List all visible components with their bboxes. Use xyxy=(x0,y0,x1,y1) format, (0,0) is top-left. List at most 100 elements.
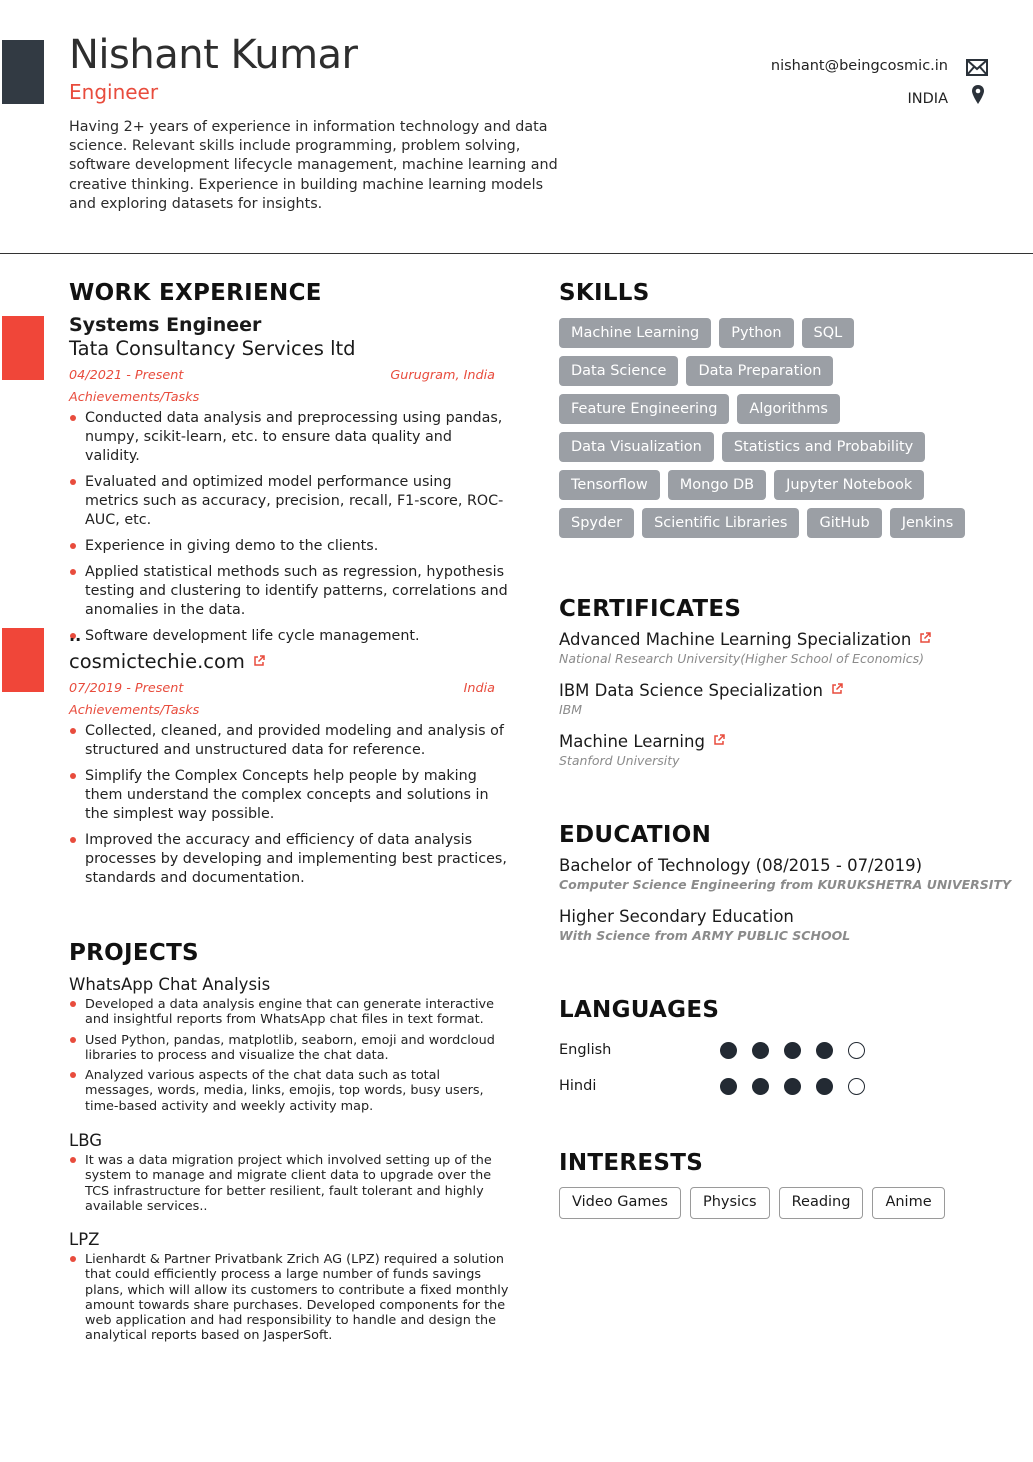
list-item: Applied statistical methods such as regr… xyxy=(69,563,509,620)
person-role: Engineer xyxy=(69,80,159,104)
language-level xyxy=(720,1042,865,1059)
job-location: Gurugram, India xyxy=(390,368,495,383)
certificate-name[interactable]: IBM Data Science Specialization xyxy=(559,681,823,700)
interest-tag: Anime xyxy=(872,1187,945,1219)
project-name: WhatsApp Chat Analysis xyxy=(69,975,271,994)
project-bullets: It was a data migration project which in… xyxy=(69,1153,509,1219)
project-name: LPZ xyxy=(69,1230,100,1249)
map-pin-icon xyxy=(971,84,985,109)
list-item: Developed a data analysis engine that ca… xyxy=(69,997,509,1028)
section-title-projects: PROJECTS xyxy=(69,940,199,966)
level-dot-empty xyxy=(848,1042,865,1059)
job-location: India xyxy=(463,681,495,696)
job-dates: 07/2019 - Present xyxy=(69,681,184,696)
list-item: Improved the accuracy and efficiency of … xyxy=(69,831,509,888)
education-detail: Computer Science Engineering from KURUKS… xyxy=(559,877,1012,892)
certificate-name[interactable]: Machine Learning xyxy=(559,732,705,751)
list-item: Simplify the Complex Concepts help peopl… xyxy=(69,767,509,824)
section-title-languages: LANGUAGES xyxy=(559,997,720,1023)
certificate-issuer: Stanford University xyxy=(559,753,680,768)
level-dot-filled xyxy=(752,1078,769,1095)
level-dot-filled xyxy=(816,1078,833,1095)
project-name: LBG xyxy=(69,1131,103,1150)
level-dot-filled xyxy=(720,1078,737,1095)
skill-tag: Jenkins xyxy=(889,508,966,538)
job-bullets: Collected, cleaned, and provided modelin… xyxy=(69,722,509,895)
job-company: Tata Consultancy Services ltd xyxy=(69,337,356,360)
certificate-issuer: IBM xyxy=(559,702,583,717)
list-item: Experience in giving demo to the clients… xyxy=(69,537,509,556)
language-name: Hindi xyxy=(559,1078,597,1094)
list-item: Analyzed various aspects of the chat dat… xyxy=(69,1068,509,1114)
external-link-icon[interactable] xyxy=(831,683,843,695)
language-level xyxy=(720,1078,865,1095)
certificate-issuer: National Research University(Higher Scho… xyxy=(559,651,925,666)
contact-email[interactable]: nishant@beingcosmic.in xyxy=(770,58,948,74)
job-bullets: Conducted data analysis and preprocessin… xyxy=(69,409,509,653)
section-title-interests: INTERESTS xyxy=(559,1150,704,1176)
skill-tag: Data Preparation xyxy=(686,356,834,386)
section-title-work: WORK EXPERIENCE xyxy=(69,280,322,306)
skill-tag: Feature Engineering xyxy=(559,394,730,424)
list-item: It was a data migration project which in… xyxy=(69,1153,509,1214)
level-dot-filled xyxy=(752,1042,769,1059)
certificate-link[interactable]: Advanced Machine Learning Specialization xyxy=(559,630,932,649)
certificate-name[interactable]: Advanced Machine Learning Specialization xyxy=(559,630,912,649)
skills-list: Machine Learning Python SQL Data Science… xyxy=(559,318,999,546)
list-item: Lienhardt & Partner Privatbank Zrich AG … xyxy=(69,1252,509,1344)
skill-tag: Tensorflow xyxy=(559,470,660,500)
skill-tag: Machine Learning xyxy=(559,318,712,348)
header-accent-block xyxy=(2,40,44,104)
level-dot-filled xyxy=(816,1042,833,1059)
project-bullets: Developed a data analysis engine that ca… xyxy=(69,997,509,1119)
list-item: Evaluated and optimized model performanc… xyxy=(69,473,509,530)
job-dates: 04/2021 - Present xyxy=(69,368,184,383)
interest-tag: Reading xyxy=(778,1187,864,1219)
job-tasks-label: Achievements/Tasks xyxy=(69,390,200,405)
external-link-icon[interactable] xyxy=(253,655,265,667)
skill-tag: Spyder xyxy=(559,508,635,538)
job-company-link[interactable]: cosmictechie.com xyxy=(69,650,265,673)
job-accent-block xyxy=(2,316,44,380)
education-detail: With Science from ARMY PUBLIC SCHOOL xyxy=(559,928,851,943)
list-item: Software development life cycle manageme… xyxy=(69,627,509,646)
external-link-icon[interactable] xyxy=(713,734,725,746)
skill-tag: Python xyxy=(719,318,794,348)
external-link-icon[interactable] xyxy=(919,632,932,644)
header-divider xyxy=(0,253,1033,254)
education-degree: Bachelor of Technology (08/2015 - 07/201… xyxy=(559,856,923,875)
skill-tag: SQL xyxy=(801,318,855,348)
section-title-education: EDUCATION xyxy=(559,822,712,848)
list-item: Used Python, pandas, matplotlib, seaborn… xyxy=(69,1033,509,1064)
education-degree: Higher Secondary Education xyxy=(559,907,794,926)
skill-tag: Scientific Libraries xyxy=(642,508,800,538)
job-tasks-label: Achievements/Tasks xyxy=(69,703,200,718)
section-title-skills: SKILLS xyxy=(559,280,650,306)
envelope-icon xyxy=(966,59,988,80)
interest-tag: Video Games xyxy=(559,1187,681,1219)
section-title-certificates: CERTIFICATES xyxy=(559,596,742,622)
list-item: Conducted data analysis and preprocessin… xyxy=(69,409,509,466)
interest-tag: Physics xyxy=(689,1187,770,1219)
profile-summary: Having 2+ years of experience in informa… xyxy=(69,119,558,212)
level-dot-empty xyxy=(848,1078,865,1095)
contact-location: INDIA xyxy=(907,91,948,107)
project-bullets: Lienhardt & Partner Privatbank Zrich AG … xyxy=(69,1252,509,1349)
job-company[interactable]: cosmictechie.com xyxy=(69,650,245,673)
level-dot-filled xyxy=(784,1078,801,1095)
job-title: .. xyxy=(69,626,82,645)
person-name: Nishant Kumar xyxy=(69,32,358,78)
certificate-link[interactable]: Machine Learning xyxy=(559,732,725,751)
language-name: English xyxy=(559,1042,612,1058)
job-title: Systems Engineer xyxy=(69,314,262,336)
skill-tag: Algorithms xyxy=(737,394,840,424)
skill-tag: GitHub xyxy=(807,508,882,538)
skill-tag: Mongo DB xyxy=(667,470,767,500)
skill-tag: Data Science xyxy=(559,356,679,386)
level-dot-filled xyxy=(784,1042,801,1059)
job-accent-block xyxy=(2,628,44,692)
list-item: Collected, cleaned, and provided modelin… xyxy=(69,722,509,760)
interests-list: Video Games Physics Reading Anime xyxy=(559,1187,945,1219)
skill-tag: Jupyter Notebook xyxy=(774,470,925,500)
certificate-link[interactable]: IBM Data Science Specialization xyxy=(559,681,843,700)
